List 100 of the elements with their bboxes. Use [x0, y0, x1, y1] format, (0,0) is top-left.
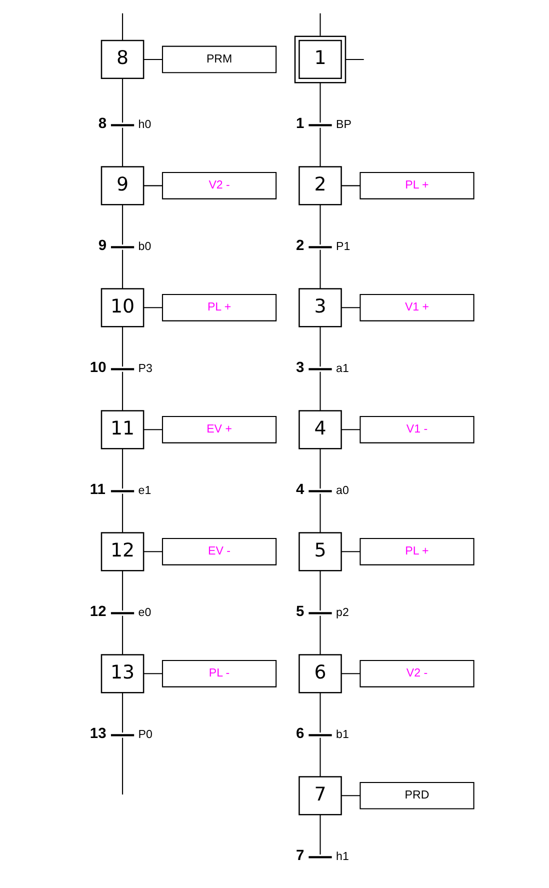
node-box: 4 [298, 410, 342, 450]
connector [122, 738, 124, 794]
connector [122, 13, 124, 40]
node-box [308, 734, 332, 736]
node-box: 8 [100, 40, 144, 80]
connector [144, 185, 162, 186]
node-box: PRD [360, 782, 474, 810]
node-box: V2 - [162, 172, 277, 200]
connector [341, 795, 360, 796]
connector [320, 128, 321, 167]
connector [320, 204, 321, 245]
node-box: PL - [162, 660, 277, 688]
node-box: 10 [100, 288, 144, 328]
node-label: P1 [336, 241, 350, 254]
connector [320, 448, 321, 489]
node-box [110, 124, 134, 126]
node-label: b1 [336, 729, 349, 742]
node-label: 3 [296, 360, 304, 376]
node-label: h0 [138, 119, 152, 132]
node-label: 2 [296, 238, 304, 254]
connector [320, 494, 321, 533]
connector [320, 738, 321, 777]
connector [341, 307, 360, 308]
node-label: p2 [336, 607, 349, 620]
node-label: 6 [296, 726, 304, 742]
node-label: e1 [138, 485, 152, 498]
node-label: h1 [336, 851, 349, 864]
node-box: PL + [360, 538, 474, 566]
node-box: 2 [298, 166, 342, 206]
connector [341, 551, 360, 552]
node-box [110, 246, 134, 248]
node-box: 13 [100, 654, 144, 694]
node-label: BP [336, 119, 352, 132]
connector [320, 692, 321, 733]
node-label: 9 [98, 238, 107, 254]
node-box: V2 - [360, 660, 474, 688]
connector [320, 82, 321, 123]
connector [320, 13, 321, 36]
connector [341, 673, 360, 674]
node-box [308, 368, 332, 370]
connector [122, 204, 124, 245]
node-box: 1 [294, 36, 346, 84]
connector [320, 570, 321, 611]
node-label: 13 [90, 726, 106, 742]
connector [122, 692, 124, 733]
connector [144, 551, 162, 552]
node-box: EV + [162, 416, 277, 444]
node-box: 12 [100, 532, 144, 572]
node-label: 1 [296, 116, 304, 132]
connector [144, 58, 162, 60]
node-label: a0 [336, 485, 349, 498]
node-box [110, 612, 134, 614]
connector [122, 448, 124, 489]
node-label: a1 [336, 363, 349, 376]
node-label: b0 [138, 241, 152, 254]
connector [122, 494, 124, 533]
connector [122, 128, 124, 167]
node-box: V1 - [360, 416, 474, 444]
connector [320, 616, 321, 655]
node-label: 4 [296, 482, 304, 498]
node-box [308, 490, 332, 492]
node-box: 7 [298, 776, 342, 816]
node-box: 9 [100, 166, 144, 206]
node-box [110, 734, 134, 736]
connector [144, 307, 162, 308]
connector [122, 570, 124, 611]
node-box [110, 368, 134, 370]
node-box: EV - [162, 538, 277, 566]
node-label: 12 [90, 604, 106, 620]
connector [320, 250, 321, 289]
connector [122, 250, 124, 289]
connector [122, 326, 124, 367]
node-label: e0 [138, 607, 152, 620]
connector [144, 673, 162, 674]
connector [341, 185, 360, 186]
connector [320, 372, 321, 411]
node-label: 11 [90, 482, 106, 498]
node-box: PL + [162, 294, 277, 322]
node-box: 11 [100, 410, 144, 450]
node-box: V1 + [360, 294, 474, 322]
node-box [308, 124, 332, 126]
node-label: 10 [90, 360, 106, 376]
connector [320, 326, 321, 367]
node-label: 7 [296, 848, 304, 864]
node-box [110, 490, 134, 492]
node-box [308, 246, 332, 248]
node-box-text [308, 612, 332, 614]
connector [122, 616, 124, 655]
node-box: PRM [162, 46, 277, 74]
connector [320, 814, 321, 855]
node-box: 3 [298, 288, 342, 328]
connector [341, 429, 360, 430]
node-box: PL + [360, 172, 474, 200]
connector [144, 429, 162, 430]
node-box: 5 [298, 532, 342, 572]
connector [122, 78, 124, 123]
node-label: 5 [296, 604, 304, 620]
node-label: P3 [138, 363, 152, 376]
node-box [308, 856, 332, 858]
node-box: 6 [298, 654, 342, 694]
